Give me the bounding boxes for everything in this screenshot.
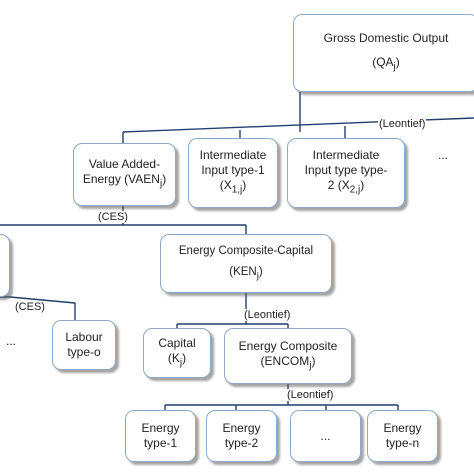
node-left-cutoff [0, 234, 10, 297]
edge-label-leontief-encom: (Leontief) [286, 389, 335, 401]
node-label-close: ) [360, 178, 365, 193]
node-energy-type-n: Energy type-n [367, 410, 438, 462]
node-symbol-subscript: j [256, 270, 259, 282]
node-symbol-subscript: j [393, 61, 396, 73]
node-label-line2-text: (ENCOM [260, 353, 310, 368]
node-symbol-close: ) [395, 55, 400, 70]
node-gross-domestic-output: Gross Domestic Output (QAj) [293, 14, 474, 92]
node-symbol-close: ) [258, 265, 263, 278]
node-subscript: j [159, 178, 163, 190]
node-label-line1: Labour [65, 330, 103, 344]
node-label-line1: Intermediate [199, 148, 267, 163]
node-label-line1: Energy [141, 421, 180, 435]
ellipsis-labour-row: ... [6, 334, 17, 348]
node-subscript: 1,j [231, 184, 243, 196]
node-label-line2: Energy (VAENj) [83, 172, 166, 191]
node-label-line1: Capital [158, 335, 196, 350]
node-symbol-text: (QA [372, 55, 394, 70]
node-energy-type-2: Energy type-2 [206, 410, 277, 462]
node-subscript: j [309, 360, 312, 372]
node-label-line3-text: (X [219, 178, 232, 193]
node-label: Gross Domestic Output [323, 31, 449, 46]
node-label-close: ) [242, 178, 247, 193]
node-subscript: j [179, 357, 183, 369]
node-label-line1: Value Added- [88, 157, 161, 172]
node-value-added-energy: Value Added- Energy (VAENj) [73, 143, 176, 206]
node-label-line1: Energy [222, 421, 261, 435]
node-intermediate-input-2: Intermediate Input type type- 2 (X2,j) [287, 138, 405, 208]
node-label-line2: type-2 [224, 436, 259, 450]
node-label: Energy Composite-Capital [178, 244, 314, 257]
node-label-line2: type-o [67, 345, 101, 359]
edge-label-leontief-top: (Leontief) [378, 118, 427, 130]
node-label-line2: Input type-1 [201, 163, 265, 178]
node-symbol: (QAj) [372, 55, 400, 74]
edge-label-ces-vaen: (CES) [97, 211, 129, 223]
connector-left-ces-bus [9, 296, 76, 304]
node-label: ... [320, 428, 331, 443]
node-label-line2-text: Energy (VAEN [82, 172, 160, 187]
node-label-line2-text: (K [167, 350, 180, 365]
node-label-close: ) [182, 350, 187, 365]
node-symbol-text: (KEN [229, 265, 257, 278]
node-subscript: 2,j [349, 184, 361, 196]
node-label-line3-text: 2 (X [327, 178, 350, 193]
node-energy-type-1: Energy type-1 [125, 410, 196, 462]
edge-label-ces-left: (CES) [14, 301, 46, 313]
node-label-line2: Input type type- [304, 163, 388, 178]
node-label-close: ) [162, 172, 167, 187]
node-label-line1: Energy [383, 421, 422, 435]
node-capital: Capital (Kj) [143, 328, 211, 378]
node-label-line1: Energy Composite [238, 338, 338, 353]
node-label-line2: type-1 [143, 436, 178, 450]
node-symbol: (KENj) [229, 265, 262, 283]
node-label-line2: (ENCOMj) [261, 354, 316, 373]
node-energy-composite-capital: Energy Composite-Capital (KENj) [160, 234, 332, 293]
node-energy-composite: Energy Composite (ENCOMj) [224, 328, 352, 384]
node-labour-type-o: Labour type-o [52, 320, 116, 370]
ellipsis-top-row: ... [438, 148, 449, 162]
node-intermediate-input-1: Intermediate Input type-1 (X1,j) [188, 138, 278, 208]
node-label-line3: 2 (X2,j) [328, 178, 365, 197]
node-label-close: ) [311, 353, 316, 368]
edge-label-leontief-ken: (Leontief) [243, 309, 292, 321]
node-label-line3: (X1,j) [220, 178, 247, 197]
node-label-line2: type-n [385, 436, 420, 450]
node-energy-type-dots: ... [290, 410, 361, 462]
node-label-line1: Intermediate [312, 148, 380, 163]
node-label-line2: (Kj) [168, 351, 186, 370]
